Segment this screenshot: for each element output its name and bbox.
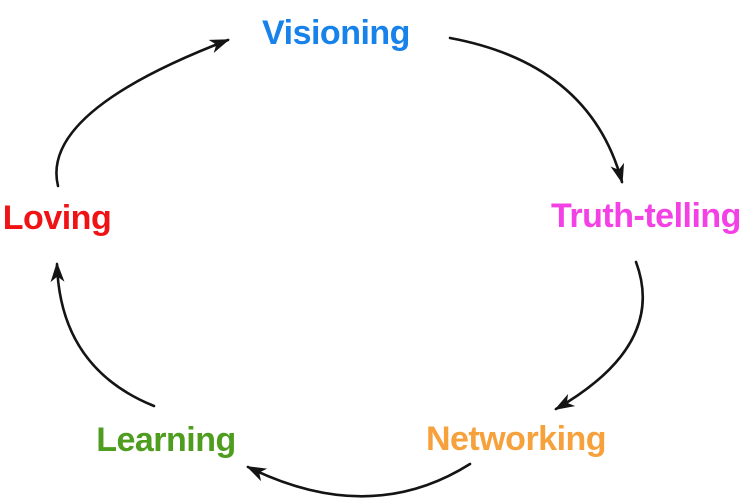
arrow-learning-to-loving — [50, 262, 156, 408]
node-label-networking: Networking — [425, 420, 607, 458]
node-label-truth-telling: Truth-telling — [551, 197, 741, 235]
node-label-learning: Learning — [96, 421, 236, 459]
cycle-edges — [50, 36, 645, 498]
arrow-loving-to-visioning — [55, 38, 230, 188]
arrow-truth-telling-to-networking — [554, 260, 645, 411]
arrow-networking-to-learning — [246, 462, 472, 498]
node-label-loving: Loving — [2, 199, 112, 237]
arrow-visioning-to-truth-telling — [448, 36, 625, 184]
node-label-visioning: Visioning — [262, 14, 410, 52]
